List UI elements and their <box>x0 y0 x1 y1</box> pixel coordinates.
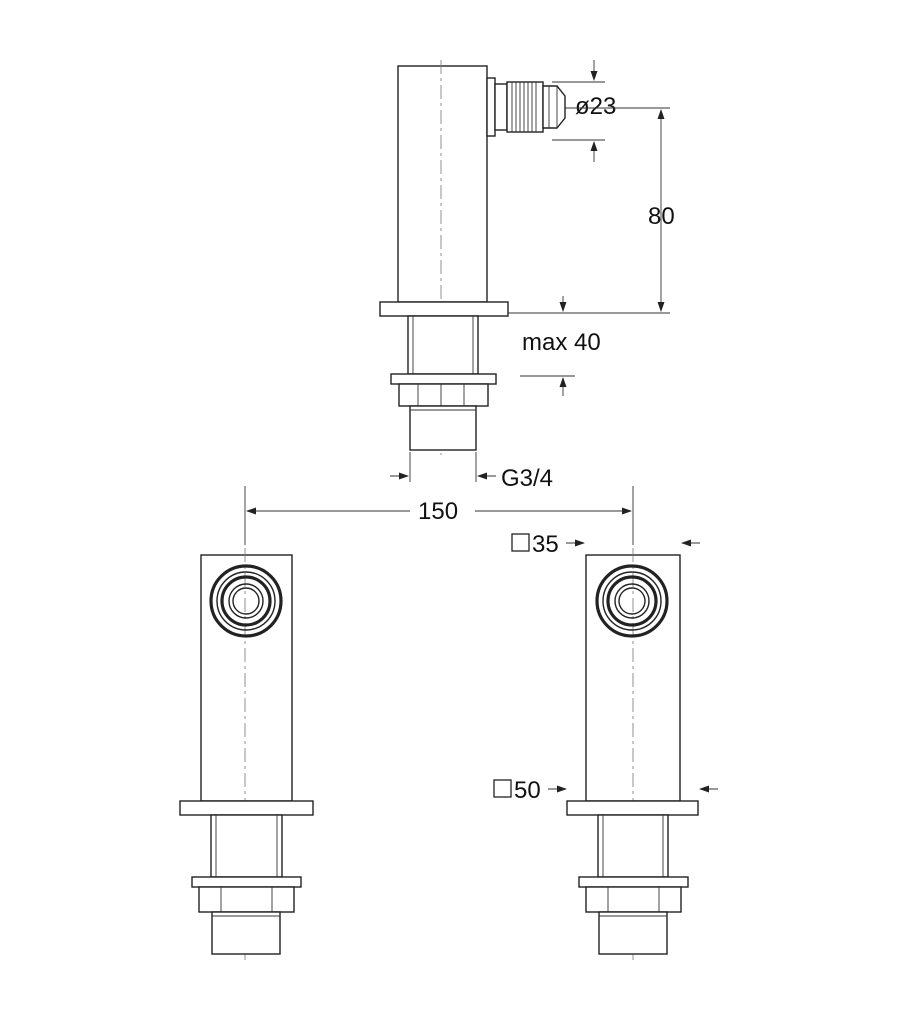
square-symbol-icon <box>511 533 530 552</box>
dimension-spacing: 150 <box>244 486 634 545</box>
dimension-diameter: ø23 <box>552 60 616 162</box>
dimension-max-depth: max 40 <box>520 296 601 396</box>
side-view <box>379 60 566 455</box>
dimension-square-50-label: 50 <box>514 777 541 804</box>
side-view-flange <box>379 301 509 317</box>
dimension-thread-label: G3/4 <box>501 465 553 492</box>
dimension-height: 80 <box>508 107 675 314</box>
dimension-max-depth-label: max 40 <box>522 329 601 356</box>
dimension-square-35: 35 <box>511 531 700 558</box>
front-view-right <box>566 548 699 960</box>
dimension-square-50: 50 <box>493 777 718 804</box>
dimension-thread: G3/4 <box>390 452 553 492</box>
side-view-thread-end <box>409 405 477 451</box>
side-outlet-connector <box>486 77 566 137</box>
outlet-ring-right <box>595 564 669 638</box>
dimension-height-label: 80 <box>648 203 675 230</box>
dimension-spacing-label: 150 <box>418 498 458 525</box>
outlet-ring-left <box>209 564 283 638</box>
side-view-shank <box>407 315 479 375</box>
dimension-diameter-label: ø23 <box>575 93 616 120</box>
square-symbol-icon <box>493 779 512 798</box>
dimension-square-35-label: 35 <box>532 531 559 558</box>
side-view-body <box>397 65 488 303</box>
front-view-left <box>179 548 314 960</box>
side-view-nut <box>390 373 497 407</box>
